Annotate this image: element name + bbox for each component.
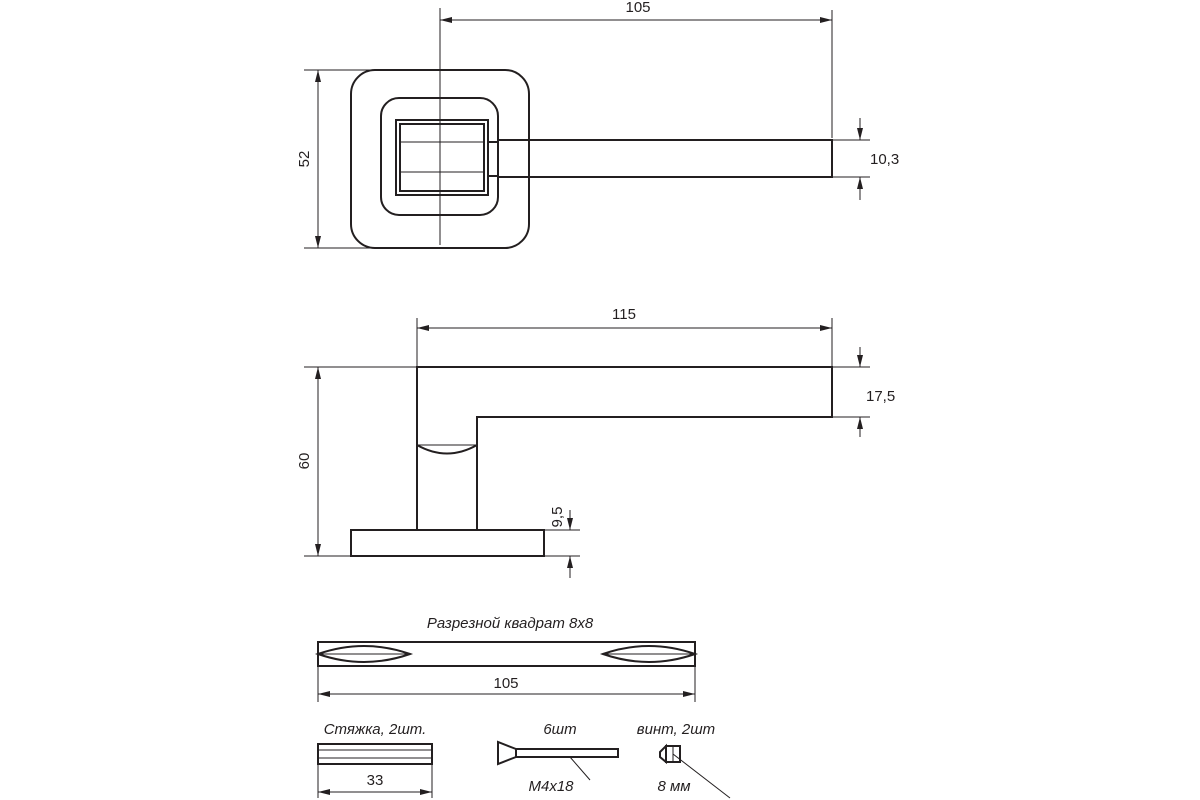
- screw-leader: [672, 753, 731, 799]
- dim-17-5-label: 17,5: [866, 388, 895, 405]
- dim-60-arrow-top: [315, 367, 321, 379]
- dim-60-label: 60: [296, 453, 313, 470]
- bolt-drawing: 6шт M4x18: [497, 721, 619, 795]
- dim-52-label: 52: [296, 151, 313, 168]
- dim-115-label: 115: [612, 306, 636, 323]
- dim-10-3-arrow-bottom: [857, 177, 863, 189]
- front-lever-neck-outer: [395, 119, 489, 196]
- dim-17-5-arrow-bottom: [857, 417, 863, 429]
- dim-52-arrow-top: [315, 70, 321, 82]
- spindle-drawing: Разрезной квадрат 8x8 105: [314, 615, 699, 702]
- dim-60-arrow-bottom: [315, 544, 321, 556]
- front-view: 105 52 10,3: [296, 0, 899, 249]
- front-lever-collar: [487, 141, 499, 177]
- dim-115-arrow-left: [417, 325, 429, 331]
- dim-9-5-arrow-top: [567, 518, 573, 530]
- dim-connector-arrow-left: [318, 789, 330, 795]
- dim-17-5-arrow-top: [857, 355, 863, 367]
- side-lever-notch: [416, 444, 478, 455]
- bolt-size-label: M4x18: [528, 778, 574, 795]
- connector-drawing: Стяжка, 2шт. 33: [317, 721, 433, 798]
- dim-9-5-label: 9,5: [549, 507, 566, 528]
- dim-spindle-arrow-left: [318, 691, 330, 697]
- dim-spindle-arrow-right: [683, 691, 695, 697]
- front-lever-bar: [497, 139, 833, 178]
- connector-tube: [317, 743, 433, 765]
- dim-10-3-label: 10,3: [870, 151, 899, 168]
- dim-105-label: 105: [625, 0, 650, 16]
- dim-10-3-arrow-top: [857, 128, 863, 140]
- dim-105-arrow-left: [440, 17, 452, 23]
- dim-105-arrow-right: [820, 17, 832, 23]
- screw-drawing: винт, 2шт 8 мм: [637, 721, 731, 799]
- connector-caption: Стяжка, 2шт.: [324, 721, 427, 738]
- bolt-leader: [569, 756, 591, 781]
- spindle-caption: Разрезной квадрат 8x8: [427, 615, 594, 632]
- bolt-head: [497, 740, 517, 766]
- side-rose-base: [350, 529, 545, 557]
- side-view: 115 60 17,5 9,5: [296, 306, 895, 578]
- dim-connector-label: 33: [367, 772, 384, 789]
- screw-size-label: 8 мм: [657, 778, 690, 795]
- bolt-shank: [515, 748, 619, 758]
- dim-spindle-label: 105: [493, 675, 518, 692]
- dim-52-arrow-bottom: [315, 236, 321, 248]
- dim-9-5-arrow-bottom: [567, 556, 573, 568]
- bolt-caption: 6шт: [543, 721, 576, 738]
- front-lever-neck-inner: [399, 123, 485, 192]
- side-lever-profile: [416, 366, 833, 531]
- dim-connector-arrow-right: [420, 789, 432, 795]
- screw-caption: винт, 2шт: [637, 721, 715, 738]
- dim-115-arrow-right: [820, 325, 832, 331]
